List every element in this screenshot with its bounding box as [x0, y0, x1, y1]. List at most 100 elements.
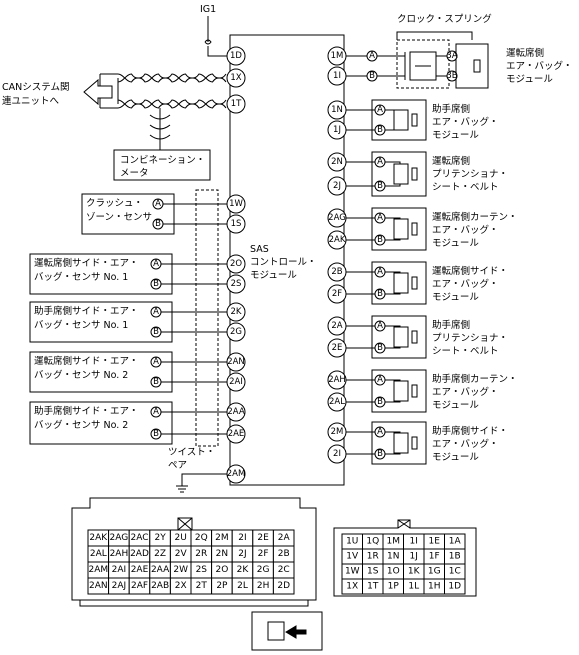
connector-lock-icon [177, 517, 193, 531]
sas-pin-label: 2N [331, 157, 343, 167]
connector-2-pin: 2W [173, 565, 188, 575]
sas-pin-label: 2S [231, 279, 242, 289]
right-component-label: モジュール [432, 400, 479, 411]
can-arrow-icon [83, 78, 113, 106]
connector-2-pin: 2AF [131, 581, 148, 591]
connector-1-pin: 1U [346, 537, 358, 547]
connector-2-pin: 2AK [89, 533, 108, 543]
sensor-box [29, 301, 173, 343]
connector-2-pin: 2K [237, 565, 250, 575]
right-component-label: 運転席側カーテン・ [432, 211, 518, 223]
connector-2-pin: 2I [238, 533, 246, 543]
combination-meter-label: コンビネーション・ [120, 155, 205, 166]
connector-2-pin: 2AB [151, 581, 169, 591]
module-inner-element [393, 272, 409, 294]
connector-2-pin: 2D [277, 581, 290, 591]
right-component-label: シート・ベルト [432, 346, 499, 357]
sas-pin-label: 1M [331, 51, 344, 61]
connector-1-pin: 1T [367, 582, 379, 592]
clock-spring-frame [396, 39, 450, 89]
connector-1-pin: 1W [345, 567, 360, 577]
module-terminal-label: B [377, 343, 383, 353]
clock-spring-terminal-label: A [369, 51, 375, 61]
connector-view-icon [267, 621, 285, 641]
right-component-label: エア・バッグ・ [432, 224, 499, 236]
right-component-label: 運転席側サイド・ [432, 265, 508, 277]
right-component-label: モジュール [432, 452, 479, 463]
sas-pin-label: 2K [231, 307, 242, 317]
connector-2-housing [79, 600, 309, 607]
twist-pair-label: ツイスト・ [168, 447, 215, 458]
module-terminal-label: B [377, 397, 383, 407]
connector-2-pin: 2Y [154, 533, 166, 543]
connector-1-pin: 1E [429, 537, 441, 547]
clock-spring-wire [377, 52, 406, 80]
sas-pin-label: 2AH [328, 375, 346, 385]
connector-2-pin: 2A [278, 533, 291, 543]
combination-meter-label: メータ [120, 168, 149, 179]
ig1-label: IG1 [200, 4, 216, 15]
sensor-terminal-label: B [153, 279, 159, 289]
can-bus-wire [100, 73, 118, 109]
module-squib-icon [411, 222, 418, 236]
sensor-box [29, 401, 173, 445]
sas-pin-label: 2AL [329, 397, 345, 407]
connector-2-pin: 2H [257, 581, 270, 591]
module-inner-element [393, 432, 409, 454]
can-twisted-pair [117, 99, 227, 109]
module-terminal-label: A [377, 105, 383, 115]
right-component-label: 運転席側 [506, 47, 544, 59]
sensor-terminal-label: A [155, 199, 161, 209]
clock-spring-bracket [396, 31, 473, 40]
driver-airbag-box [455, 43, 489, 89]
connector-2-pin: 2V [175, 549, 188, 559]
connector-1-pin: 1M [387, 537, 401, 547]
sas-pin-label: 1J [333, 125, 341, 135]
meter-twist [149, 114, 171, 140]
right-component-label: プリテンショナ・ [432, 169, 508, 180]
right-component-label: モジュール [506, 74, 553, 85]
sas-pin-label: 1W [229, 199, 243, 209]
connector-2-pin: 2AM [88, 565, 108, 575]
right-component-label: モジュール [432, 130, 479, 141]
sas-pin-label: 2AN [227, 357, 245, 367]
connector-2-pin: 2G [257, 565, 270, 575]
sensor-label: バッグ・センサ No. 2 [34, 419, 128, 431]
airbag-terminal-label: 3B [446, 71, 457, 81]
connector-2-pin: 2AG [110, 533, 129, 543]
module-squib-icon [411, 167, 418, 181]
sas-pin-label: 2I [333, 449, 341, 459]
sas-pin-label: 2E [332, 343, 343, 353]
sas-pin-label: 2AM [227, 469, 246, 479]
connector-2-pin: 2AJ [112, 581, 127, 591]
connector-2-pin: 2Z [154, 549, 166, 559]
module-terminal-label: B [377, 235, 383, 245]
connector-2-pin: 2L [237, 581, 248, 591]
can-twisted-pair [117, 99, 227, 109]
connector-2-cell [272, 577, 295, 595]
module-inner-wire [385, 161, 401, 187]
module-squib-icon [411, 276, 418, 290]
module-inner-wire [385, 379, 401, 403]
connector-2-pin: 2S [196, 565, 208, 575]
right-component-label: プリテンショナ・ [432, 333, 508, 344]
right-component-label: エア・バッグ・ [506, 60, 573, 72]
module-squib-icon [411, 436, 418, 450]
module-squib-icon [411, 113, 418, 127]
module-inner-wire [385, 325, 401, 349]
connector-2-pin: 2J [238, 549, 246, 559]
connector-1-pin: 1X [346, 582, 358, 592]
sas-pin-label: 2AI [229, 377, 243, 387]
connector-2-pin: 2C [278, 565, 290, 575]
module-terminal-label: B [377, 125, 383, 135]
right-component-label: モジュール [432, 238, 479, 249]
twist-pair-label: ペア [168, 460, 187, 471]
sensor-box [29, 351, 173, 393]
right-component-label: エア・バッグ・ [432, 438, 499, 450]
right-component-label: 助手席側 [432, 103, 470, 115]
sas-pin-label: 2G [230, 327, 242, 337]
connector-2-pin: 2M [215, 533, 229, 543]
ig1-fuse-symbol [204, 39, 212, 45]
airbag-terminal-label: 3A [446, 51, 457, 61]
